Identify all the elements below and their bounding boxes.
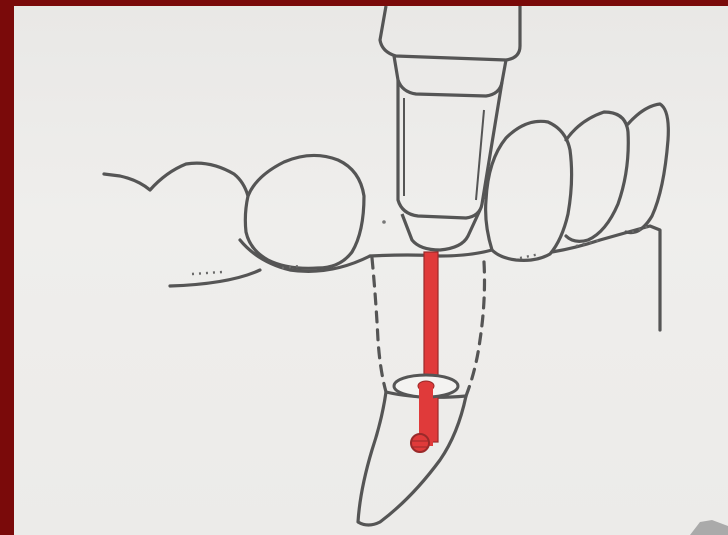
bur-head	[411, 434, 429, 452]
root-dashed-left	[372, 258, 386, 392]
handpiece-head	[380, 6, 520, 60]
left-crown-outline	[104, 163, 248, 196]
left-gum-line	[170, 270, 260, 286]
molar-crown-2	[566, 112, 628, 241]
right-gum-line	[552, 226, 660, 330]
handpiece	[380, 6, 520, 250]
handpiece-collar	[394, 56, 506, 96]
premolar-crown	[245, 155, 364, 268]
root-outline	[358, 392, 466, 525]
root-dashed-right	[466, 262, 485, 396]
small-dot	[382, 220, 386, 224]
molar-crown-1	[486, 121, 572, 260]
molar-crown-3	[626, 104, 668, 233]
corner-detail	[690, 520, 728, 535]
dental-illustration	[14, 6, 728, 535]
gingival-dots	[192, 226, 650, 274]
illustration-page	[14, 6, 728, 535]
